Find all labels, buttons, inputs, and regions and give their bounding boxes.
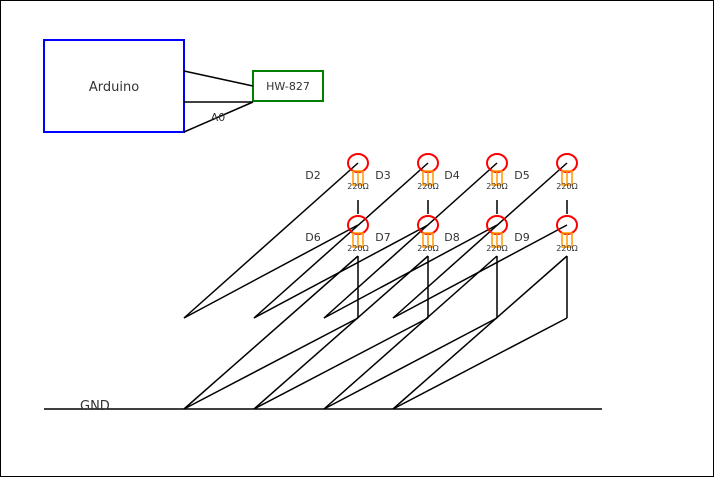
- led-label: D6: [305, 231, 320, 244]
- wire-diagonal-ground: [253, 255, 429, 410]
- wire-diagonal-row1: [392, 162, 568, 319]
- led-label: D9: [514, 231, 529, 244]
- wire-diagonal-ground: [183, 255, 359, 410]
- led-d4: 220Ω D4: [444, 153, 508, 191]
- led-label: D2: [305, 169, 320, 182]
- wire-diagonal-row2: [183, 224, 359, 319]
- resistor-value: 220Ω: [347, 244, 368, 253]
- led-d8: 220Ω D8: [444, 215, 508, 253]
- led-label: D3: [375, 169, 390, 182]
- wire-diagonal-row1: [253, 162, 429, 319]
- led-wiring: [183, 162, 568, 410]
- resistor-value: 220Ω: [347, 182, 368, 191]
- led-d5: 220Ω D5: [514, 153, 578, 191]
- resistor-value: 220Ω: [417, 244, 438, 253]
- led-label: D5: [514, 169, 529, 182]
- resistor-value: 220Ω: [417, 182, 438, 191]
- wire-diagonal-row1: [323, 162, 498, 319]
- sensor-label: HW-827: [266, 80, 310, 93]
- wire-diagonal-ground: [392, 255, 568, 410]
- wire-diagonal-ground: [323, 255, 498, 410]
- ground-label: GND: [80, 399, 110, 414]
- pin-label: A0: [211, 111, 226, 124]
- led-array: 220ΩD2220ΩD3220ΩD4220ΩD5220ΩD6220ΩD7220Ω…: [305, 153, 578, 253]
- wire-diagonal-row1: [183, 162, 359, 319]
- arduino-box: [43, 39, 185, 133]
- wire-diagonal-ground-mid: [183, 317, 359, 410]
- wire-diagonal-ground-mid: [392, 317, 568, 410]
- resistor-value: 220Ω: [556, 182, 577, 191]
- resistor-value: 220Ω: [486, 244, 507, 253]
- led-d2: 220Ω D2: [305, 153, 369, 191]
- wire-diagonal-ground-mid: [253, 317, 429, 410]
- led-d7: 220Ω D7: [375, 215, 439, 253]
- resistor-value: 220Ω: [556, 244, 577, 253]
- led-label: D7: [375, 231, 390, 244]
- arduino-label: Arduino: [89, 80, 139, 95]
- led-label: D8: [444, 231, 459, 244]
- wire-diagonal-ground-mid: [323, 317, 498, 410]
- led-d9: 220Ω D9: [514, 215, 578, 253]
- led-label: D4: [444, 169, 459, 182]
- led-d6: 220Ω D6: [305, 215, 369, 253]
- resistor-value: 220Ω: [486, 182, 507, 191]
- led-d3: 220Ω D3: [375, 153, 439, 191]
- arduino-sensor-wires: [183, 70, 254, 133]
